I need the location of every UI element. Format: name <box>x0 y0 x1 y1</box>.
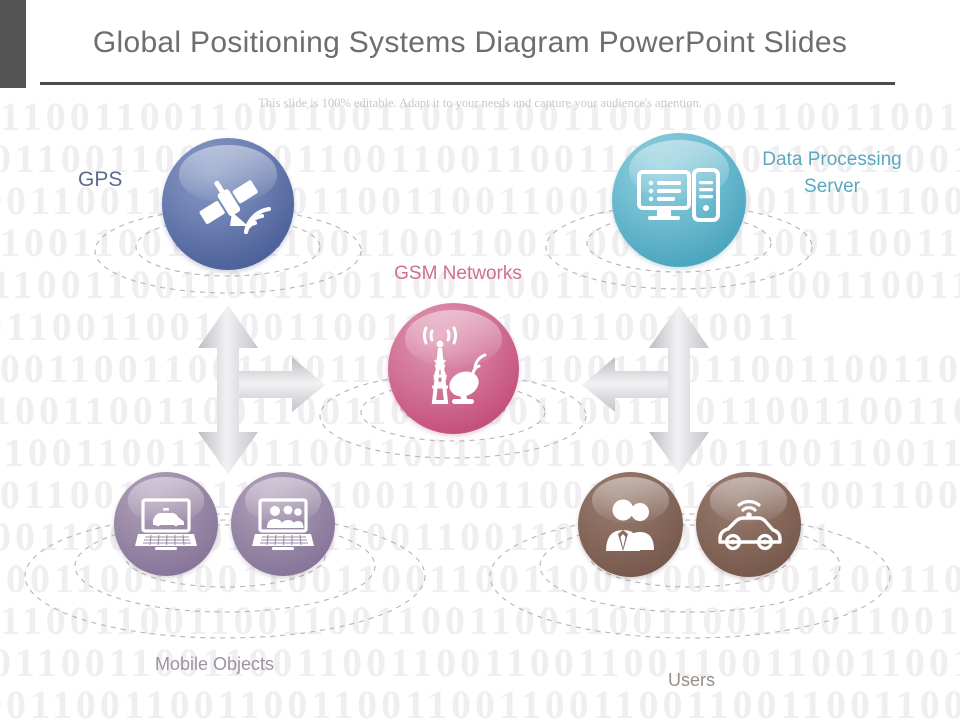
node-connected-car[interactable] <box>696 472 801 577</box>
laptop-people-icon <box>231 472 335 576</box>
laptop-car-icon <box>114 472 218 576</box>
node-label-gps: GPS <box>78 168 123 191</box>
node-mobile-object-car[interactable] <box>114 472 218 576</box>
satellite-icon <box>162 138 294 270</box>
orbit-rings-mobile-objects <box>24 513 426 639</box>
slide-subtitle: This slide is 100% editable. Adapt it to… <box>258 96 702 110</box>
orbit-rings-users <box>489 513 891 639</box>
page-title: Global Positioning Systems Diagram Power… <box>92 26 848 59</box>
right-horizontal-left-arrow <box>582 357 668 412</box>
server-monitor-icon <box>612 133 746 267</box>
group-label-users: Users <box>668 670 716 690</box>
node-label-gsm-networks: GSM Networks <box>394 263 522 284</box>
people-icon <box>578 472 683 577</box>
left-horizontal-right-arrow <box>239 357 325 412</box>
connected-car-icon <box>696 472 801 577</box>
node-gsm-networks[interactable] <box>388 303 519 434</box>
title-divider <box>40 82 895 85</box>
left-arrow-cluster <box>198 305 325 474</box>
group-label-mobile-objects: Mobile Objects <box>155 654 275 674</box>
right-arrow-cluster <box>582 305 709 474</box>
node-label-data-processing-server: Data Processing Server <box>752 146 912 200</box>
header-accent-bar <box>0 0 26 88</box>
right-vertical-double-arrow <box>649 305 709 474</box>
node-user-people[interactable] <box>578 472 683 577</box>
node-gps[interactable] <box>162 138 294 270</box>
cell-tower-icon <box>388 303 519 434</box>
left-vertical-double-arrow <box>198 305 258 474</box>
node-mobile-object-people[interactable] <box>231 472 335 576</box>
dps-label-line1: Data Processing <box>762 149 902 170</box>
node-data-processing-server[interactable] <box>612 133 746 267</box>
dps-label-line2: Server <box>804 176 860 197</box>
